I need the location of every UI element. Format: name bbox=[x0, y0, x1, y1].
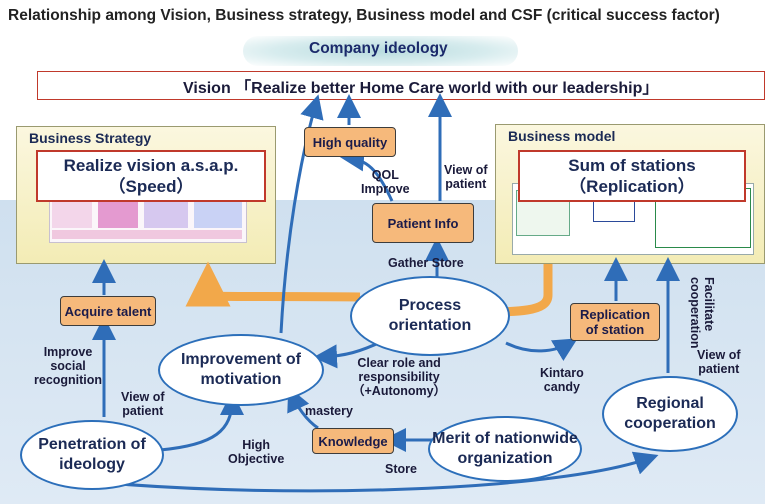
business-strategy-title: Business Strategy bbox=[29, 130, 152, 146]
merit-nationwide-node: Merit of nationwide organization bbox=[428, 416, 582, 482]
improve-line-1: Improve bbox=[43, 345, 93, 359]
view-right-line-1: View of bbox=[697, 348, 741, 362]
process-orientation-node: Process orientation bbox=[350, 276, 510, 356]
view-left-line-2: patient bbox=[122, 404, 164, 418]
model-box: Sum of stations （Replication） bbox=[518, 150, 746, 202]
thumb-footer bbox=[52, 230, 242, 239]
qol-line-2: Improve bbox=[361, 182, 410, 196]
orange-arrow-to-strategy bbox=[185, 261, 361, 307]
arrow-penetration-to-regional bbox=[94, 451, 659, 493]
model-line-2: （Replication） bbox=[569, 177, 695, 196]
thumb-block-1 bbox=[52, 200, 92, 228]
clear-line-3: （+Autonomy） bbox=[352, 384, 447, 398]
replication-line-1: Replication bbox=[579, 307, 651, 322]
kintaro-line-2: candy bbox=[543, 380, 580, 394]
facilitate-line-1: Facilitate bbox=[702, 277, 716, 332]
process-line-1: Process bbox=[398, 297, 462, 314]
improvement-motivation-node: Improvement of motivation bbox=[158, 334, 324, 406]
penetration-line-2: ideology bbox=[59, 456, 125, 473]
arrow-motivation-to-vision bbox=[279, 94, 324, 334]
clear-line-2: responsibility bbox=[358, 370, 440, 384]
motivation-line-2: motivation bbox=[200, 371, 282, 388]
thumb-block-4 bbox=[194, 200, 242, 228]
patient-info-box: Patient Info bbox=[372, 203, 474, 243]
strategy-box: Realize vision a.s.a.p. （Speed） bbox=[36, 150, 266, 202]
strategy-line-1: Realize vision a.s.a.p. bbox=[63, 156, 239, 175]
company-ideology-glow bbox=[243, 36, 518, 66]
gather-store-label: Gather Store bbox=[388, 256, 464, 270]
thumb-block-2 bbox=[98, 200, 138, 228]
diagram-title: Relationship among Vision, Business stra… bbox=[8, 7, 720, 24]
knowledge-box: Knowledge bbox=[312, 428, 394, 454]
regional-line-1: Regional bbox=[636, 395, 704, 412]
facilitate-line-2: cooperation bbox=[688, 277, 702, 349]
store-label: Store bbox=[385, 462, 417, 476]
view-top-line-2: patient bbox=[445, 177, 487, 191]
strategy-line-2: （Speed） bbox=[108, 177, 194, 196]
vision-text: Vision 「Realize better Home Care world w… bbox=[183, 80, 659, 97]
kintaro-line-1: Kintaro bbox=[540, 366, 584, 380]
process-line-2: orientation bbox=[388, 317, 472, 334]
view-left-line-1: View of bbox=[121, 390, 165, 404]
merit-line-2: organization bbox=[457, 450, 553, 467]
improve-line-3: recognition bbox=[34, 373, 103, 387]
arrow-patient-info-to-high-quality bbox=[340, 147, 394, 202]
arrow-penetration-to-motivation bbox=[159, 391, 244, 452]
regional-line-2: cooperation bbox=[624, 415, 716, 432]
clear-line-1: Clear role and bbox=[357, 356, 441, 370]
penetration-line-1: Penetration of bbox=[38, 436, 146, 453]
business-model-title: Business model bbox=[508, 128, 616, 144]
vision-bar bbox=[37, 71, 765, 100]
replication-line-2: of station bbox=[585, 322, 645, 337]
view-right-line-2: patient bbox=[698, 362, 740, 376]
acquire-talent-box: Acquire talent bbox=[60, 296, 156, 326]
mastery-label: mastery bbox=[305, 404, 353, 418]
penetration-ideology-node: Penetration of ideology bbox=[20, 420, 164, 490]
qol-line-1: QOL bbox=[371, 168, 399, 182]
view-top-line-1: View of bbox=[444, 163, 488, 177]
high-quality-box: High quality bbox=[304, 127, 396, 157]
arrow-process-to-replication bbox=[505, 338, 578, 362]
merit-line-1: Merit of nationwide bbox=[432, 430, 578, 447]
model-line-1: Sum of stations bbox=[568, 156, 696, 175]
regional-cooperation-node: Regional cooperation bbox=[602, 376, 738, 452]
company-ideology-label: Company ideology bbox=[309, 40, 448, 57]
motivation-line-1: Improvement of bbox=[180, 351, 301, 368]
thumb-block-3 bbox=[144, 200, 188, 228]
high-obj-line-2: Objective bbox=[228, 452, 285, 466]
high-obj-line-1: High bbox=[242, 438, 271, 452]
improve-line-2: social bbox=[50, 359, 86, 373]
